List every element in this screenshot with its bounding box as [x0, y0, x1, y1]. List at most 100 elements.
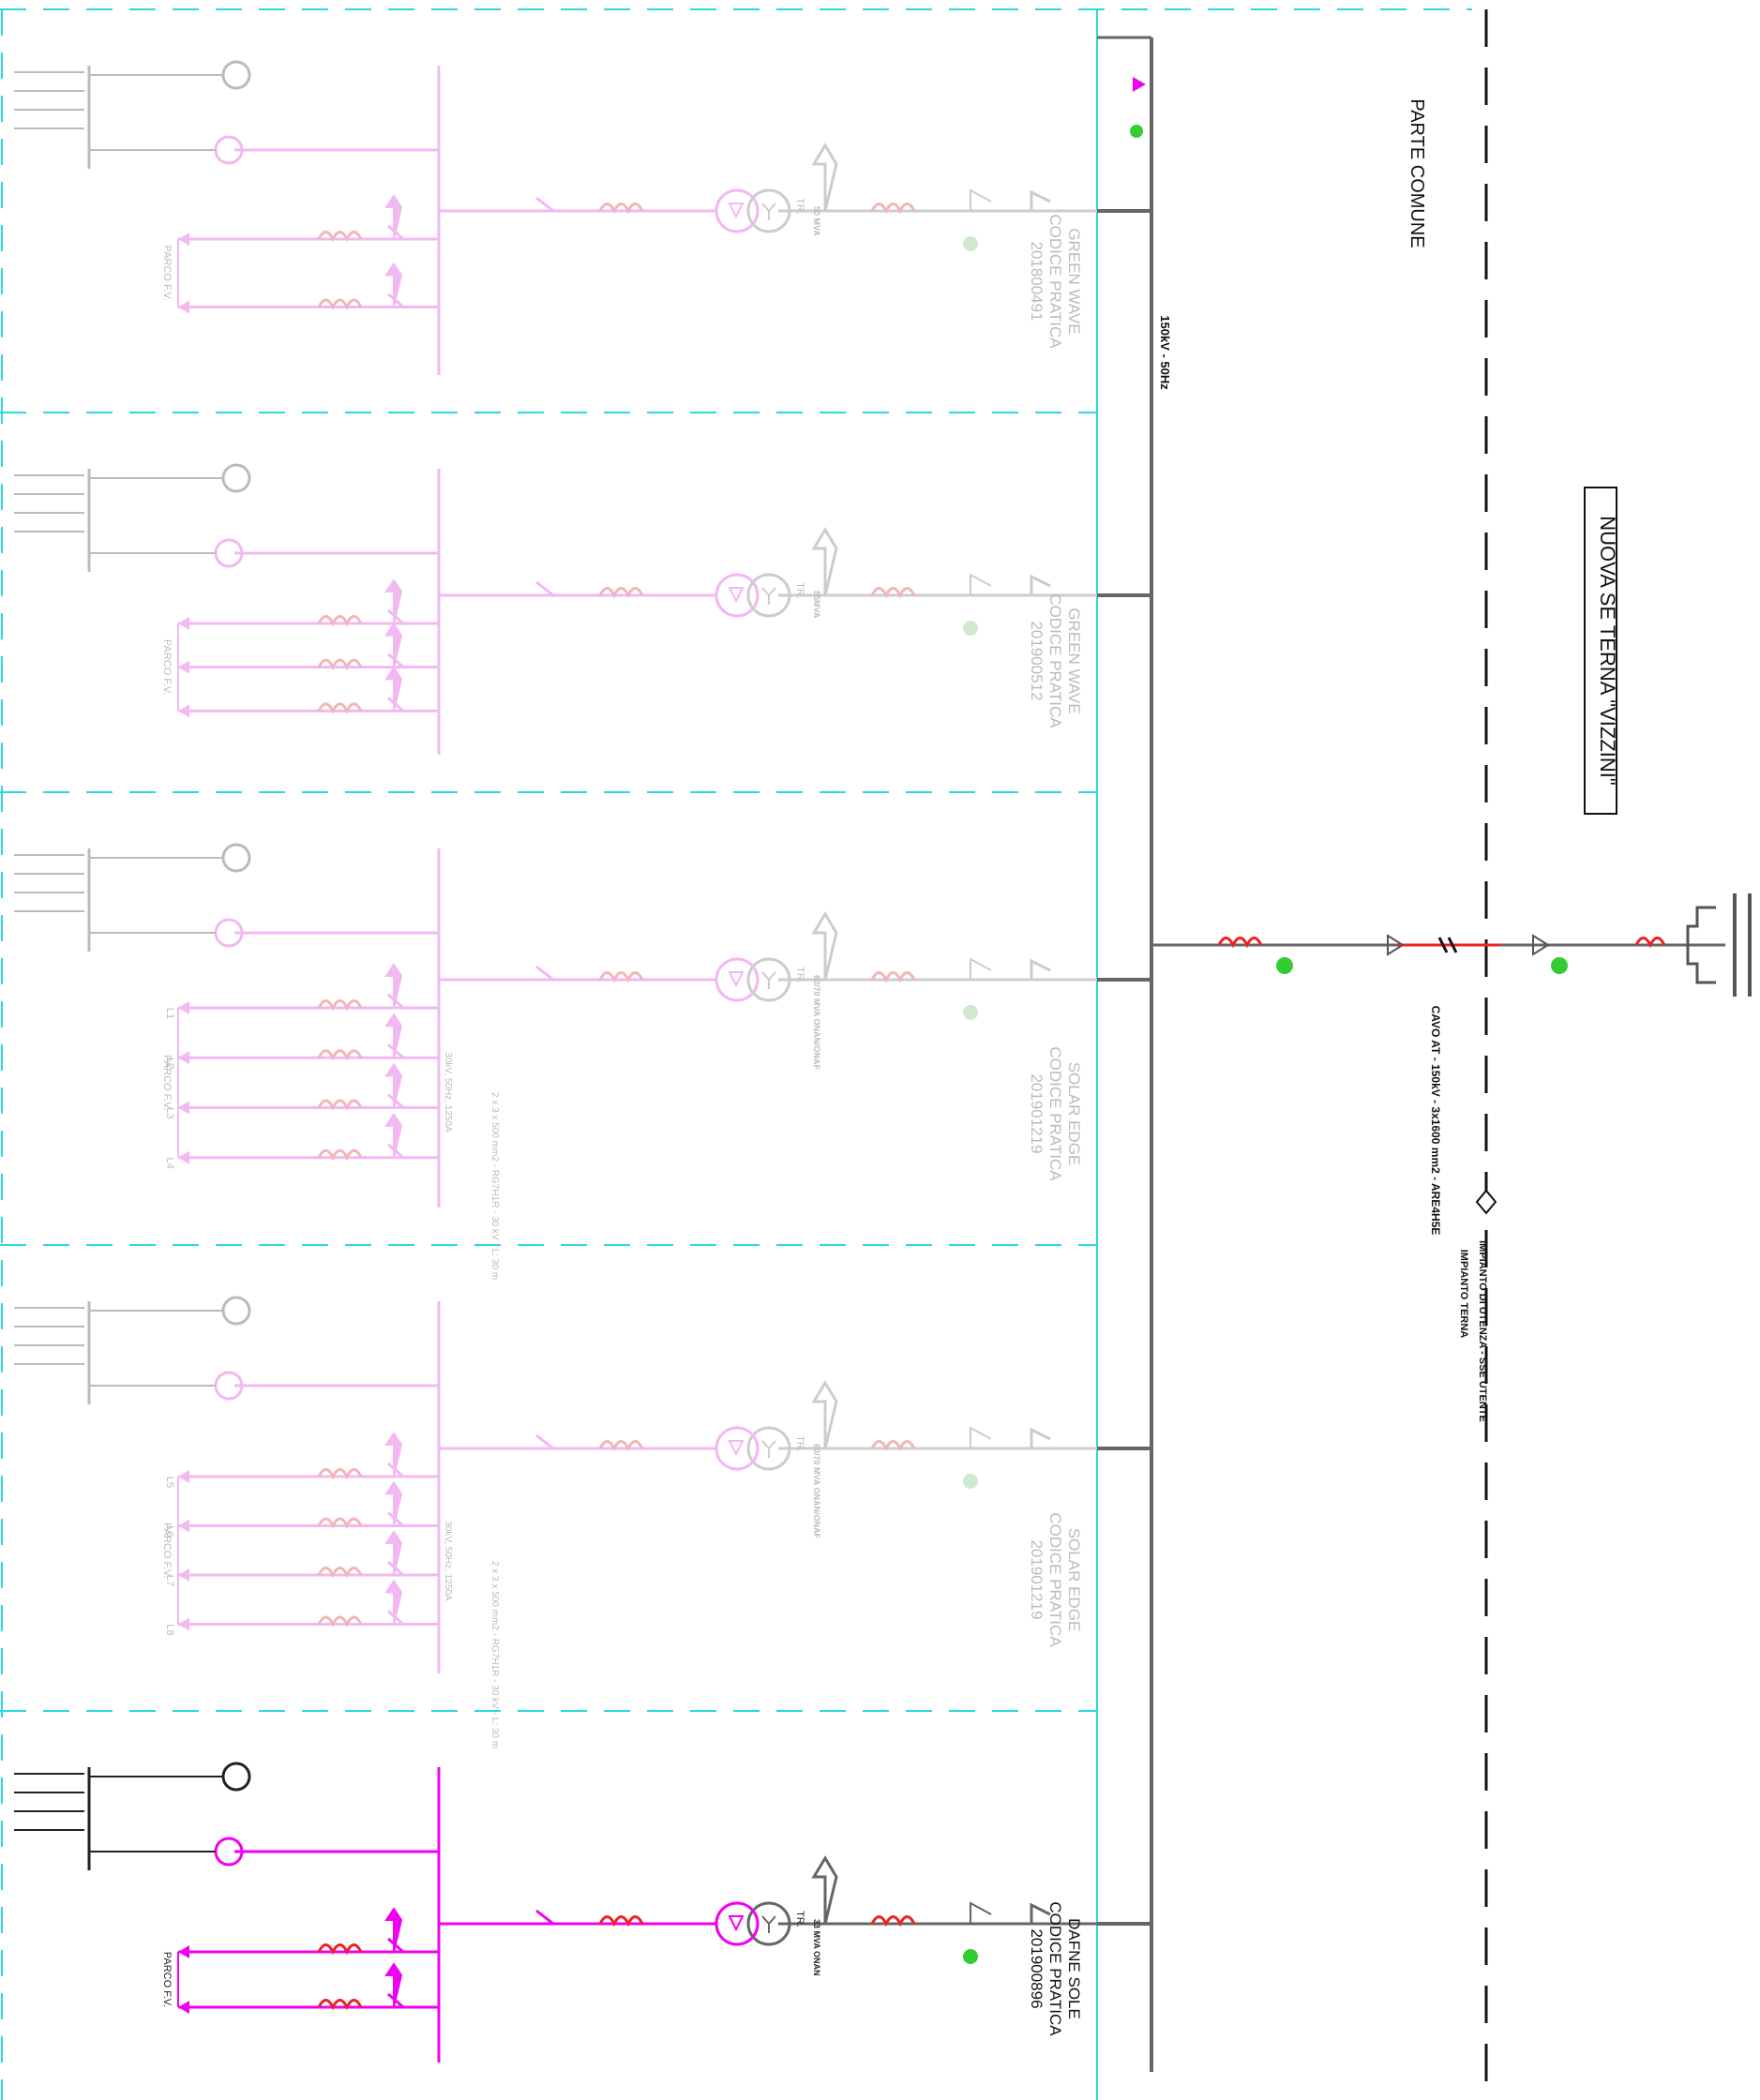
campo-label: PARCO F.V.: [161, 1952, 173, 2007]
mv-ct-icon: [598, 202, 644, 215]
feeder-arrester-icon: [384, 1530, 403, 1576]
generator-icon: [221, 463, 251, 493]
project-name: DAFNE SOLE: [1065, 1918, 1083, 2019]
mv-feeder: L6: [164, 1480, 439, 1538]
mv-ct-icon: [598, 1440, 644, 1452]
transformer-hv-winding: [746, 1901, 791, 1946]
feeder-arrow-icon: [178, 2001, 189, 2014]
feeder-ct-icon: [317, 1999, 363, 2011]
project-number: 201900512: [1028, 621, 1045, 700]
surge-arrester-icon: [811, 911, 838, 981]
parte-comune-label: PARTE COMUNE: [1406, 98, 1427, 248]
mv-feeder: [178, 1962, 439, 2014]
feeder-ct-icon: [317, 1049, 363, 1061]
feeder-arrow-icon: [178, 1519, 189, 1533]
feeder-ct-icon: [317, 1615, 363, 1628]
bus-note: 30kV, 50Hz, 1250A: [443, 1052, 453, 1132]
nuova-se-box: NUOVA SE TERNA "VIZZINI": [1584, 487, 1619, 815]
disconnector-icon: [1030, 1902, 1051, 1924]
mv-feeder: [178, 1907, 439, 1958]
project-codice-label: CODICE PRATICA: [1046, 1512, 1064, 1647]
feeder-arrester-icon: [384, 1579, 403, 1625]
disconnector-icon: [1030, 189, 1051, 211]
feeder-arrester-icon: [384, 1062, 403, 1108]
generator-icon: [221, 1762, 251, 1792]
boundary-marker-icon: [1475, 1189, 1497, 1215]
mv-feeder: L2: [164, 1012, 439, 1069]
mv-breaker-icon: [535, 580, 554, 597]
transformer-mv-winding: [715, 573, 760, 618]
mv-feeder: [178, 262, 439, 314]
feeder-line-label: L4: [164, 1158, 175, 1169]
delta-symbol: [728, 1440, 745, 1457]
feeder-ct-icon: [317, 658, 363, 671]
feeder-arrow-icon: [178, 300, 189, 314]
mv-feeder: [178, 622, 439, 674]
feeder-arrow-icon: [178, 1945, 189, 1958]
feeder-arrester-icon: [384, 1432, 403, 1478]
project-codice-label: CODICE PRATICA: [1046, 214, 1064, 349]
mv-breaker-icon: [535, 1433, 554, 1450]
feeder-arrester-icon: [384, 1962, 403, 2008]
current-transformer-icon: [870, 1440, 916, 1452]
feeder-arrow-icon: [178, 1001, 189, 1014]
feeder-ct-icon: [317, 1148, 363, 1162]
project-codice-label: CODICE PRATICA: [1046, 593, 1064, 728]
feeder-arrow-icon: [178, 1617, 189, 1631]
common-section: [1097, 36, 1752, 1215]
surge-arrester-icon: [811, 1380, 838, 1449]
feeder-line-label: L7: [164, 1575, 175, 1586]
feeder-arrow-icon: [178, 1470, 189, 1483]
feeder-arrow-icon: [178, 704, 189, 718]
transformer-mv-winding: [715, 1901, 760, 1946]
feeder-ct-icon: [317, 615, 363, 627]
mv-feeder: L1: [164, 963, 439, 1019]
transformer-rating: 60/70 MVA ONAN/ONAF: [812, 1444, 821, 1539]
transformer-hv-winding: [746, 188, 791, 233]
transformer-hv-winding: [746, 573, 791, 618]
transformer-label: TR.: [794, 198, 805, 215]
transformer-rating: 55MVA: [812, 591, 821, 619]
terna-earth-indicator: [1551, 957, 1568, 974]
project-name: GREEN WAVE: [1065, 608, 1083, 713]
feeder-arrester-icon: [384, 262, 403, 308]
project-codice-label: CODICE PRATICA: [1046, 1046, 1064, 1181]
feeder-ct-icon: [317, 1567, 363, 1579]
feeder-arrester-icon: [384, 1480, 403, 1526]
feeder-arrester-icon: [384, 1012, 403, 1058]
feeder-arrester-icon: [384, 622, 403, 668]
campo-label: PARCO F.V.: [161, 246, 173, 301]
surge-arrester-icon: [811, 527, 838, 596]
disconnector-icon: [1030, 958, 1051, 980]
nuova-se-label: NUOVA SE TERNA "VIZZINI": [1596, 516, 1619, 785]
feeder-arrow-icon: [178, 617, 189, 630]
project-number: 201800491: [1028, 241, 1045, 321]
delta-symbol: [728, 202, 745, 219]
impianto-utenza-label: IMPIANTO DI UTENZA - SSE UTENTE: [1477, 1240, 1488, 1422]
feeder-arrow-icon: [178, 1568, 189, 1582]
busbar-voltage-label: 150kV - 50Hz: [1158, 315, 1172, 390]
surge-arrester-icon: [811, 1855, 838, 1925]
project-name: SOLAR EDGE: [1065, 1528, 1083, 1632]
earth-switch-icon: [970, 1426, 992, 1448]
mv-feeder: L5: [164, 1432, 439, 1488]
feeder-line-label: L5: [164, 1477, 175, 1488]
feeder-arrester-icon: [384, 963, 403, 1009]
feeder-arrester-icon: [384, 1907, 403, 1953]
mv-feeder: L8: [164, 1579, 439, 1636]
earth-switch-icon: [970, 1901, 992, 1924]
cable-note: 2 x 3 x 500 mm2 - RG7H1R - 30 kV - L: 30…: [489, 1561, 500, 1748]
feeder-line-label: L1: [164, 1008, 175, 1019]
feeder-ct-icon: [317, 1517, 363, 1529]
project-name: SOLAR EDGE: [1065, 1062, 1083, 1166]
earth-switch-icon: [970, 957, 992, 980]
feeder-arrester-icon: [384, 1112, 403, 1158]
campo-label: PARCO F.V.: [161, 639, 173, 695]
project-name: GREEN WAVE: [1065, 228, 1083, 334]
transformer-mv-winding: [715, 957, 760, 1002]
mv-ct-icon: [598, 1915, 644, 1928]
project-number: 201900896: [1028, 1928, 1045, 2008]
